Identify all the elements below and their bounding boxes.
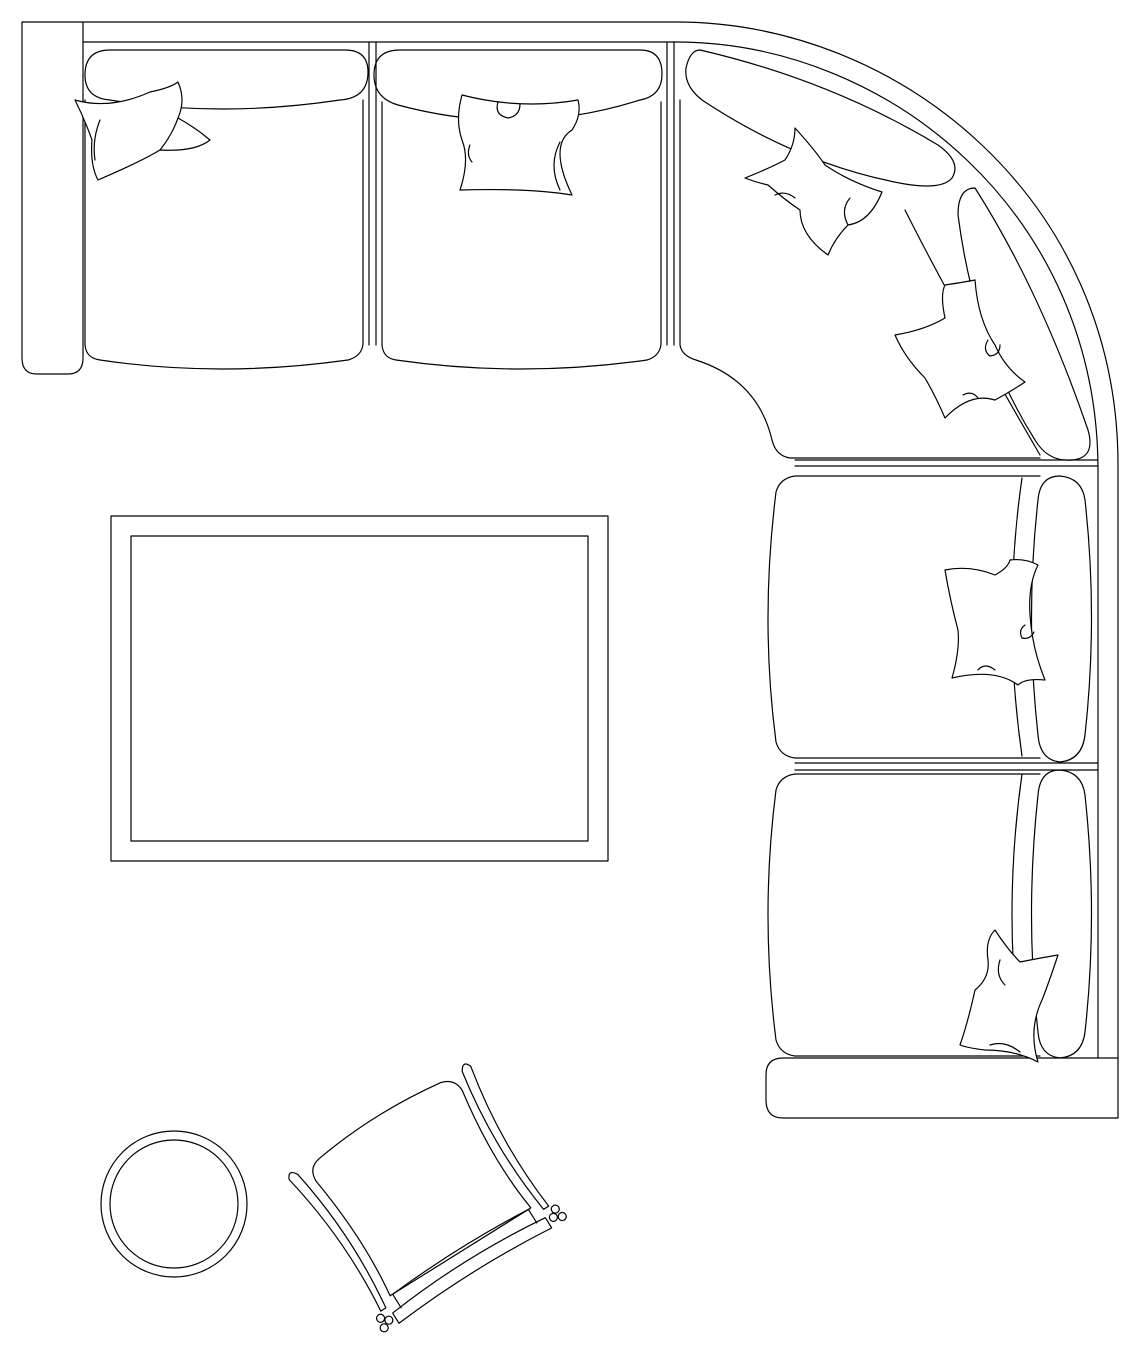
chair-seat — [312, 1080, 532, 1297]
chair-tassels — [375, 1204, 567, 1333]
sectional-sofa — [21, 21, 1119, 1119]
sofa-corner-seat — [679, 49, 1091, 461]
sofa-seat-4 — [767, 475, 1093, 763]
corner-back-cushion-a — [685, 49, 956, 187]
rectangular-rug — [110, 515, 609, 862]
back-cushion-5 — [1030, 769, 1093, 1059]
round-side-table — [100, 1130, 248, 1278]
chair-back — [392, 1217, 553, 1324]
sofa-seat-1 — [84, 49, 369, 370]
back-cushion-1 — [84, 49, 369, 110]
sofa-seat-5 — [767, 769, 1093, 1059]
corner-back-cushion-b — [957, 187, 1091, 461]
lounge-chair — [288, 1063, 567, 1333]
pillow-5 — [944, 558, 1046, 686]
sofa-seat-2 — [373, 49, 663, 370]
pillow-3 — [744, 127, 883, 256]
seat-dividers — [368, 41, 1099, 771]
sofa-back-outer — [82, 21, 1119, 1059]
sofa-back-inner — [82, 41, 1099, 1059]
sofa-left-arm — [21, 21, 84, 375]
back-cushion-4 — [1030, 475, 1093, 763]
throw-pillows — [74, 81, 1059, 1063]
pillow-6 — [959, 929, 1059, 1063]
chair-right-arm — [461, 1063, 550, 1210]
chair-left-arm — [288, 1171, 387, 1312]
sofa-right-arm — [765, 1057, 1119, 1119]
pillow-4 — [894, 279, 1026, 419]
pillow-1 — [74, 81, 211, 181]
pillow-2 — [457, 94, 580, 196]
